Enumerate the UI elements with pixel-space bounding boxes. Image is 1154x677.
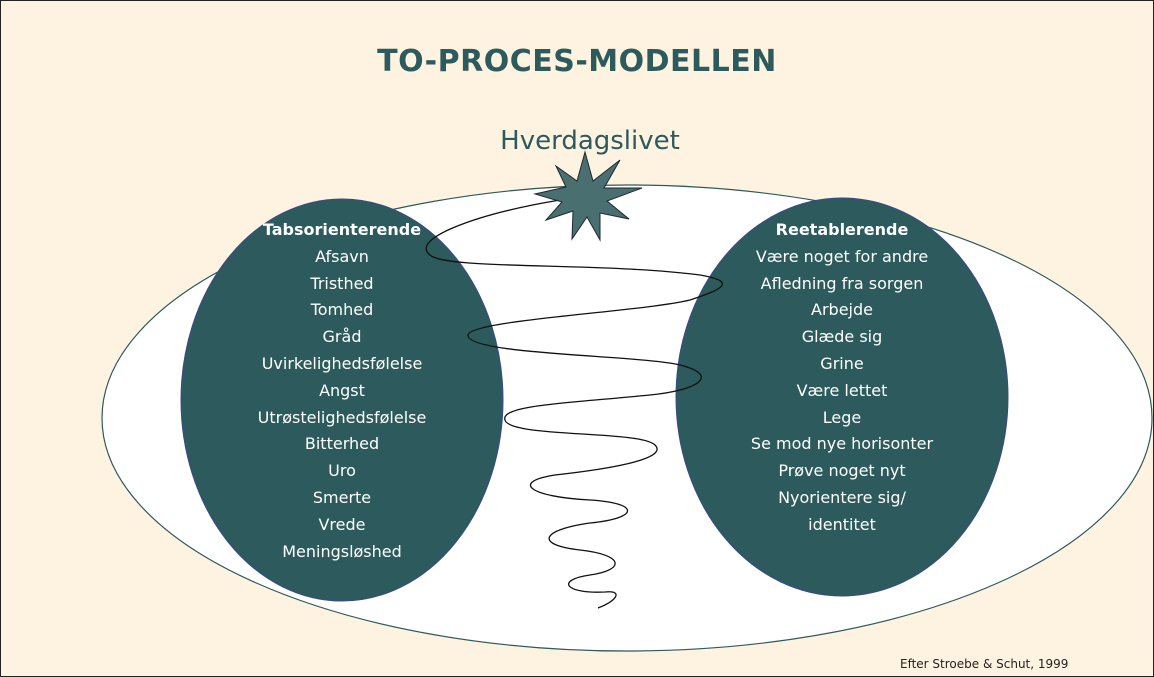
burst-star-icon xyxy=(533,150,643,242)
loss-item: Utrøstelighedsfølelse xyxy=(257,407,427,427)
restoration-item: Arbejde xyxy=(811,300,873,320)
loss-item: Bitterhed xyxy=(304,434,380,454)
restoration-item: Se mod nye horisonter xyxy=(750,434,934,454)
restoration-item: Være noget for andre xyxy=(755,246,929,266)
restoration-item: Lege xyxy=(822,407,862,427)
restoration-item: Være lettet xyxy=(796,380,888,400)
loss-oriented-ellipse xyxy=(180,198,504,602)
loss-item: Uro xyxy=(328,461,356,481)
restoration-item: Nyorientere sig/ xyxy=(778,487,906,507)
loss-item: Tristhed xyxy=(310,273,374,293)
restoration-heading: Reetablerende xyxy=(775,220,909,239)
everyday-life-label: Hverdagslivet xyxy=(500,126,680,156)
loss-item: Gråd xyxy=(322,327,362,347)
restoration-item: Prøve noget nyt xyxy=(778,461,906,481)
restoration-item: Grine xyxy=(820,353,864,373)
loss-item: Meningsløshed xyxy=(282,541,402,561)
loss-item: Afsavn xyxy=(315,246,369,266)
loss-item: Tomhed xyxy=(310,300,374,320)
loss-item: Smerte xyxy=(312,487,372,507)
loss-item: Vrede xyxy=(318,514,366,534)
restoration-item: identitet xyxy=(808,514,876,534)
oscillation-curve xyxy=(425,199,724,609)
loss-oriented-heading: Tabsorienterende xyxy=(262,220,422,239)
loss-item: Angst xyxy=(319,380,365,400)
restoration-item: Glæde sig xyxy=(801,327,883,347)
restoration-list: Reetablerende Være noget for andre Afled… xyxy=(722,217,962,539)
restoration-ellipse xyxy=(675,197,1009,597)
loss-oriented-list: Tabsorienterende Afsavn Tristhed Tomhed … xyxy=(222,217,462,565)
loss-item: Uvirkelighedsfølelse xyxy=(261,353,423,373)
restoration-item: Afledning fra sorgen xyxy=(760,273,924,293)
source-credit: Efter Stroebe & Schut, 1999 xyxy=(900,657,1069,671)
diagram-title: TO-PROCES-MODELLEN xyxy=(377,44,777,79)
